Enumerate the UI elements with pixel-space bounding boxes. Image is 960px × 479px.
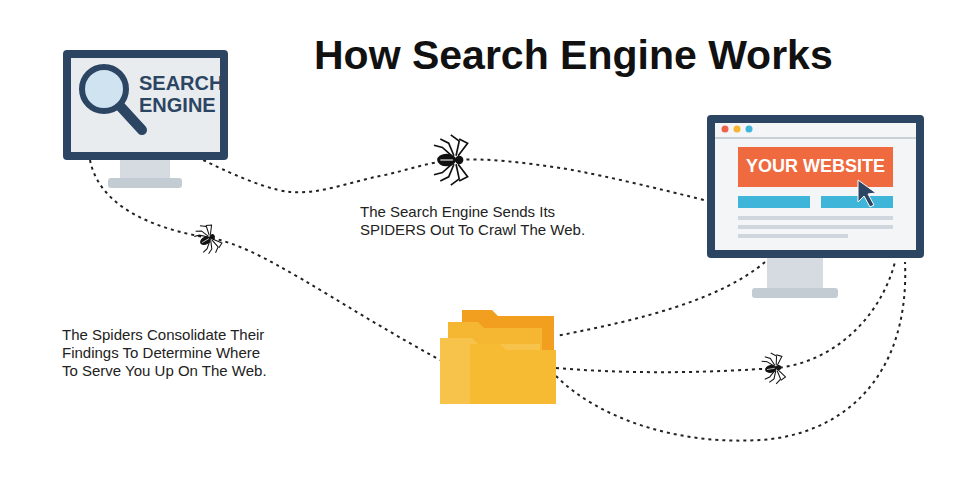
folder-stack (440, 310, 556, 404)
monitor-stand (767, 258, 823, 290)
browser-window (722, 126, 729, 133)
spider-icon (760, 351, 786, 385)
spider-head (455, 156, 463, 164)
browser-window (738, 216, 893, 220)
spider-head (776, 365, 782, 371)
dotted-trail (556, 262, 765, 336)
screen-text: SEARCH ENGINE (139, 72, 223, 116)
magnifier-icon (120, 106, 142, 130)
monitor-stand (120, 160, 170, 180)
spider-mark (202, 239, 209, 243)
dotted-trail (90, 160, 905, 441)
spider-body (437, 154, 456, 167)
search-engine-monitor: SEARCH ENGINE (63, 50, 228, 160)
monitor-stand (752, 288, 838, 298)
browser-window (738, 234, 848, 238)
caption-note: The Spiders Consolidate Their Findings T… (62, 326, 272, 380)
website-monitor: YOUR WEBSITE (707, 115, 924, 258)
dotted-connector (203, 159, 707, 200)
dotted-trail (556, 262, 905, 441)
browser-window (734, 126, 741, 133)
spider-icon (191, 221, 225, 258)
spider-mark (440, 159, 453, 160)
magnifier-icon (82, 67, 142, 130)
browser-window (715, 126, 916, 239)
spider-head (209, 233, 216, 240)
spider-leg (778, 369, 786, 380)
browser-window (738, 196, 810, 208)
browser-window (746, 126, 753, 133)
spider-icon (434, 135, 468, 185)
folder-stack (470, 344, 556, 404)
browser-window (858, 180, 876, 207)
browser-window (738, 225, 893, 229)
monitor-screen-fill (67, 54, 224, 156)
spider-mark (767, 368, 775, 369)
spider-body (764, 364, 777, 374)
dotted-trail (556, 262, 895, 372)
browser-window (715, 137, 916, 139)
browser-window (738, 147, 893, 187)
monitor-stand (108, 178, 182, 188)
magnifier-icon (82, 67, 126, 111)
spider-leg (200, 223, 211, 237)
monitor-screen-fill (711, 119, 920, 254)
caption-note: The Search Engine Sends Its SPIDERS Out … (360, 203, 612, 239)
title: How Search Engine Works (314, 32, 833, 79)
browser-window (821, 196, 893, 208)
screen-text: YOUR WEBSITE (738, 147, 893, 187)
